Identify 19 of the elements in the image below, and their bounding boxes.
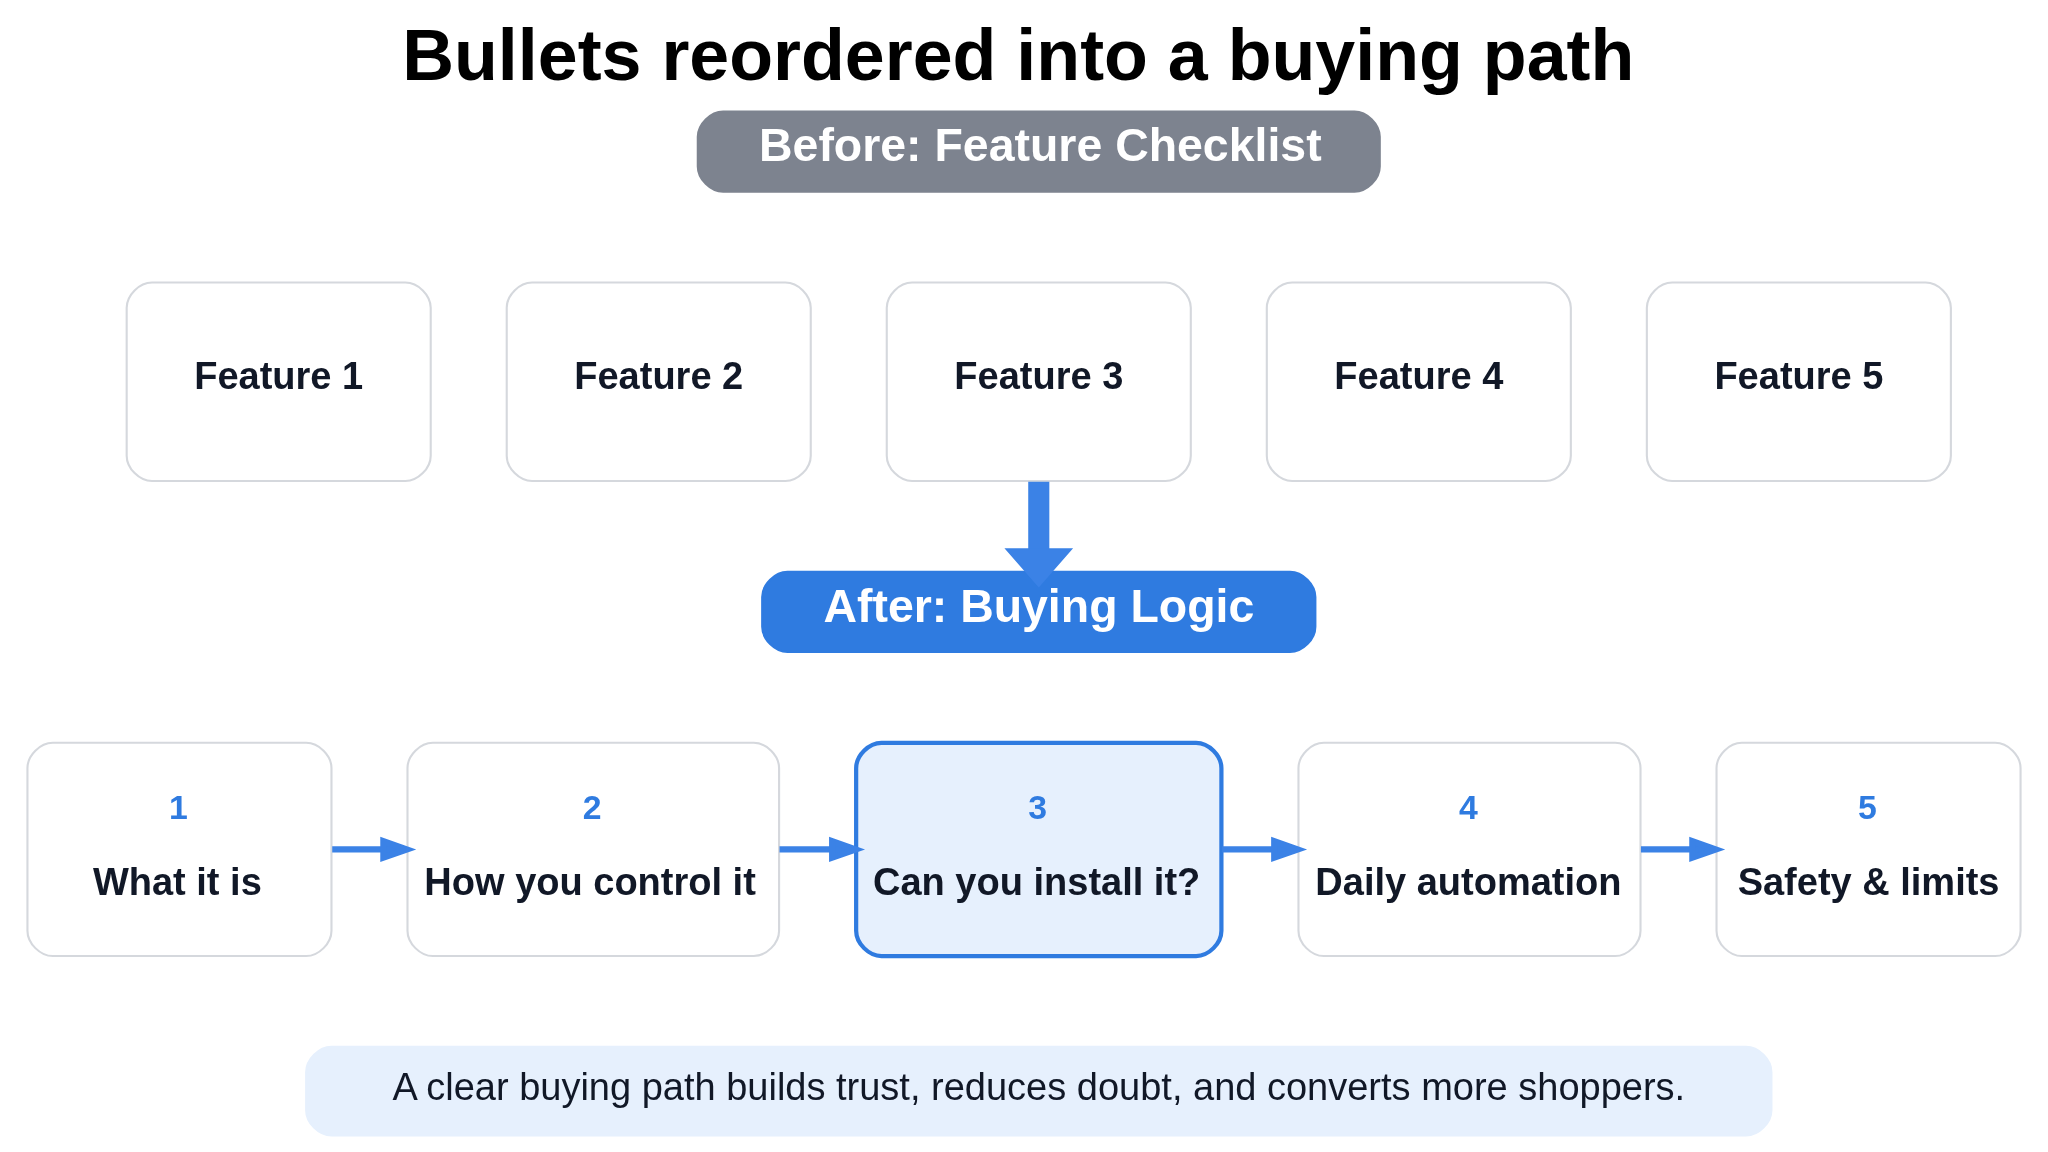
label: A clear buying path builds trust, reduces doubt, and converts more shoppers. <box>392 1066 1686 1109</box>
node-box: After: Buying Logic <box>761 570 1317 654</box>
node-box: 5 Safety & limits <box>1715 741 2022 958</box>
node-box: 3 Can you install it? <box>854 740 1224 959</box>
node-box: 1 What it is <box>26 741 333 958</box>
arrow <box>1004 481 1074 588</box>
node-box: Feature 1 <box>125 281 432 483</box>
node-box: Feature 5 <box>1645 281 1952 483</box>
node-box: 2 How you control it <box>406 741 781 958</box>
node-box: Feature 2 <box>505 281 812 483</box>
diagram-title: Bullets reordered into a buying path <box>402 15 1635 96</box>
arrow <box>332 836 417 862</box>
node-box: Feature 3 <box>885 281 1192 483</box>
arrow <box>1222 836 1308 862</box>
arrow <box>779 836 866 862</box>
node-box: 4 Daily automation <box>1297 741 1642 958</box>
node-box: Before: Feature Checklist <box>696 110 1381 193</box>
node-box: Feature 4 <box>1265 281 1572 483</box>
arrow <box>1640 836 1726 862</box>
